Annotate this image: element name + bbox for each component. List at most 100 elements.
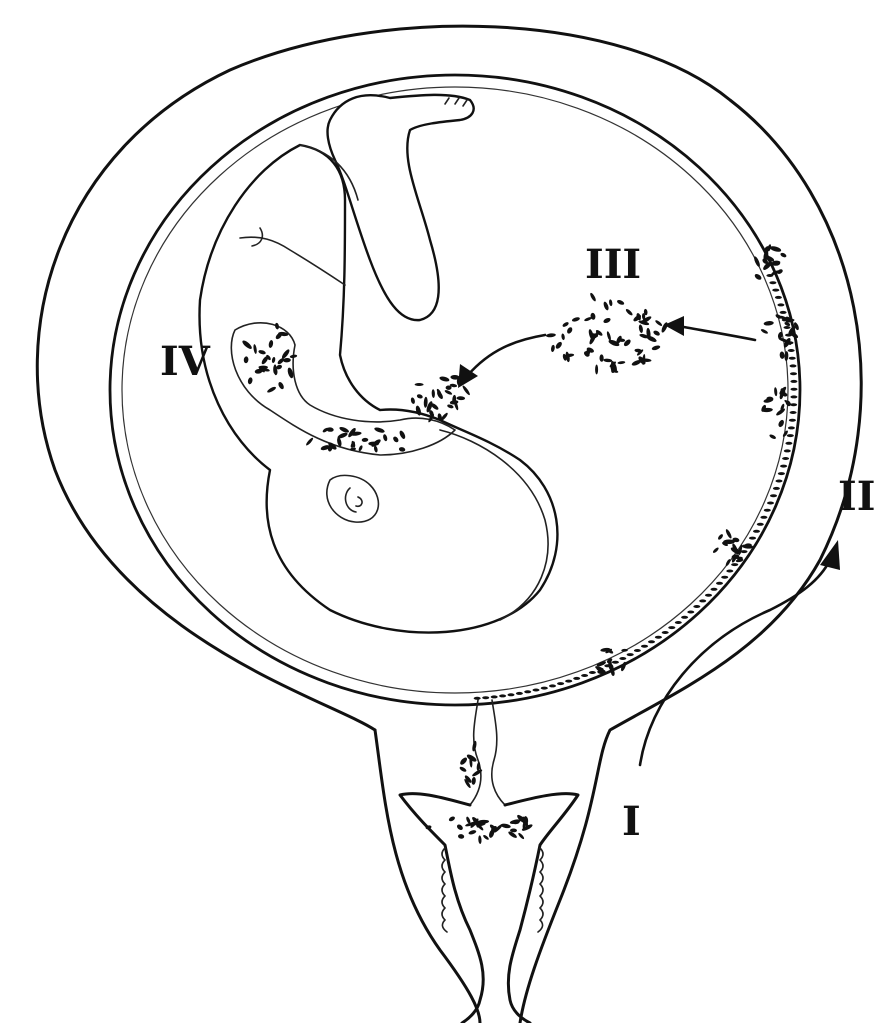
bacterium-membrane <box>776 480 783 483</box>
bacterium-fetal-mouth <box>410 397 415 404</box>
bacterium-membrane <box>627 653 634 656</box>
bacterium-amniotic-fluid <box>660 321 669 333</box>
bacterium-cervical <box>459 756 468 766</box>
bacterium-amniotic-fluid <box>617 361 625 365</box>
bacterium-membrane <box>668 626 675 629</box>
bacterium-amniotic-fluid <box>599 354 603 361</box>
bacterium-amniotic-fluid <box>616 299 625 306</box>
bacterium-membrane <box>780 465 787 468</box>
uterus-outer-wall-left-neck <box>375 730 480 1023</box>
bacterium-membrane <box>693 605 700 608</box>
bacterium-membrane <box>775 296 782 299</box>
bacterium-membrane <box>711 588 718 591</box>
bacterium-membrane <box>753 530 760 533</box>
bacterium-membrane <box>482 696 489 699</box>
bacterium-membrane <box>726 570 733 573</box>
bacterium-membrane <box>699 599 706 602</box>
cervical-canal-left <box>470 700 481 805</box>
bacterium-cervical <box>472 740 478 751</box>
bacterium-amniotic-fluid <box>653 330 661 337</box>
bacterium-amniotic-fluid <box>546 333 556 338</box>
bacterium-decidual <box>754 273 763 281</box>
bacterium-membrane <box>784 326 791 329</box>
vaginal-vault <box>400 794 483 1023</box>
bacterium-membrane <box>524 690 531 693</box>
bacterium-membrane <box>741 550 748 553</box>
bacterium-amniotic-fluid <box>606 331 612 341</box>
bacterium-membrane <box>790 411 797 414</box>
bacterium-membrane <box>612 661 619 664</box>
bacterium-fetal-mouth <box>415 383 424 386</box>
fetus-leg <box>328 95 474 320</box>
label-stage-2: II <box>838 473 875 520</box>
bacterium-membrane <box>788 349 795 352</box>
bacterium-membrane <box>790 395 797 398</box>
bacterium-membrane <box>766 274 773 277</box>
bacterium-membrane <box>790 380 797 383</box>
bacterium-membrane <box>675 621 682 624</box>
bacterium-membrane <box>777 303 784 306</box>
bacterium-fetal-mouth <box>416 394 423 400</box>
bacterium-amniotic-fluid <box>595 365 598 375</box>
bacterium-membrane <box>634 649 641 652</box>
bacterium-membrane <box>787 341 794 344</box>
bacterium-vaginal <box>478 835 482 844</box>
bacterium-membrane <box>782 318 789 321</box>
bacterium-membrane <box>782 457 789 460</box>
bacterium-membrane <box>785 442 792 445</box>
bacterium-membrane <box>705 594 712 597</box>
bacterium-membrane <box>745 543 752 546</box>
bacterium-membrane <box>769 281 776 284</box>
bacterium-decidual <box>777 419 785 428</box>
bacterium-decidual <box>725 528 733 539</box>
bacterium-vaginal <box>458 834 465 839</box>
bacterium-decidual <box>780 252 787 258</box>
bacterium-fetal-mouth <box>424 397 428 408</box>
bacterium-membrane <box>549 684 556 687</box>
bacterium-membrane <box>772 289 779 292</box>
bacterium-membrane <box>655 636 662 639</box>
bacterium-membrane <box>604 664 611 667</box>
bacterium-fetal-mouth <box>456 396 465 400</box>
bacterium-amniotic-fluid <box>561 333 565 340</box>
bacterium-membrane <box>589 671 596 674</box>
bacterium-membrane <box>541 687 548 690</box>
bacterium-membrane <box>508 693 515 696</box>
bacterium-membrane <box>499 694 506 697</box>
vaginal-rugae-right <box>538 848 543 932</box>
bacterium-amniotic-fluid <box>566 326 573 334</box>
bacterium-membrane <box>474 697 481 700</box>
bacterium-membrane <box>788 426 795 429</box>
bacterium-membrane <box>641 645 648 648</box>
vaginal-rugae-left <box>442 848 447 932</box>
bacterium-membrane <box>648 640 655 643</box>
bacterium-membrane <box>791 388 798 391</box>
bacterium-fetal-mouth <box>461 385 470 396</box>
bacterium-amniotic-fluid <box>562 321 570 328</box>
bacterium-membrane <box>619 657 626 660</box>
bacterium-amniotic-fluid <box>571 316 580 322</box>
bacterium-membrane <box>731 563 738 566</box>
bacterium-membrane <box>597 668 604 671</box>
label-stage-1: I <box>622 798 641 845</box>
bacterium-membrane <box>789 419 796 422</box>
bacterium-fetal-mouth <box>439 376 450 383</box>
bacterium-membrane <box>784 449 791 452</box>
bacterium-membrane <box>581 674 588 677</box>
bacterium-membrane <box>573 677 580 680</box>
bacterium-amniotic-fluid <box>603 317 612 324</box>
bacterium-amniotic-fluid <box>554 341 563 350</box>
bacterium-vaginal <box>448 816 456 823</box>
bacterium-decidual <box>763 321 774 326</box>
bacterium-membrane <box>491 695 498 698</box>
bacterium-membrane <box>757 523 764 526</box>
cervical-canal-right <box>492 700 505 805</box>
bacterium-decidual <box>725 558 731 566</box>
bacterium-amniotic-fluid <box>603 358 612 362</box>
bacterium-membrane <box>721 576 728 579</box>
arrow-ascending <box>640 560 830 765</box>
bacterium-membrane <box>780 311 787 314</box>
vaginal-vault-right <box>505 794 578 1023</box>
bacterium-vaginal <box>468 829 477 835</box>
